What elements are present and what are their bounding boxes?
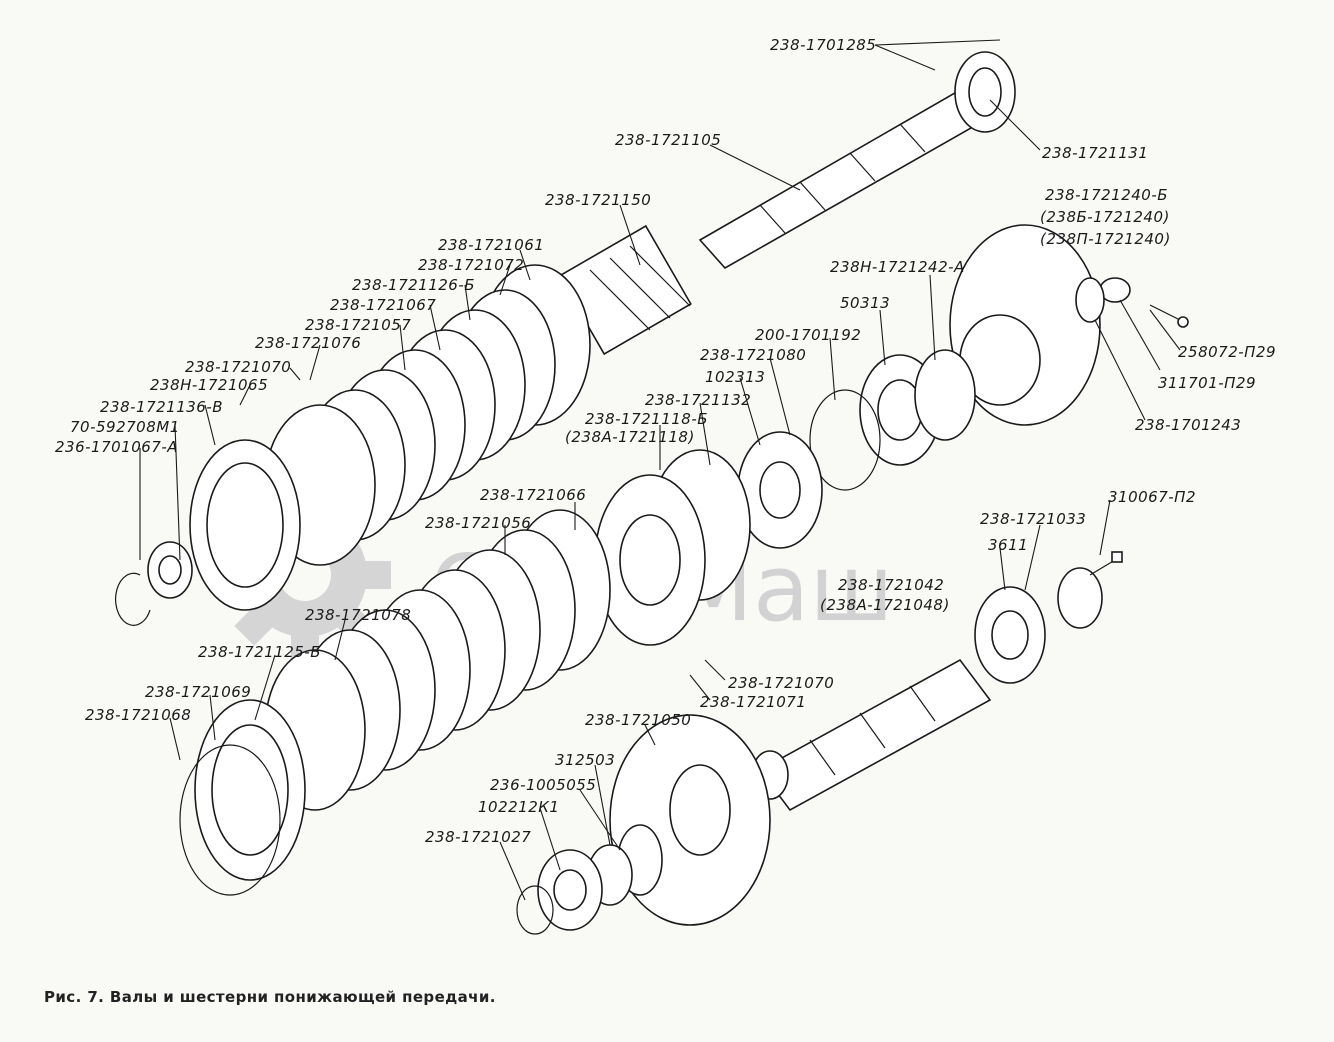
part-label: 238-1721078 [305, 606, 411, 624]
part-label: 310067-П2 [1108, 488, 1196, 506]
part-label: 102212К1 [478, 798, 559, 816]
part-label: 238-1701243 [1135, 416, 1241, 434]
drum-housing-lower [194, 699, 306, 881]
part-label: 238-1721027 [425, 828, 531, 846]
part-label: 238-1721150 [545, 191, 651, 209]
part-label: (238П-1721240) [1040, 230, 1171, 248]
part-label: 238-1721069 [145, 683, 251, 701]
part-label: 238-1721067 [330, 296, 436, 314]
part-label: 238-1721066 [480, 486, 586, 504]
part-label: 311701-П29 [1158, 374, 1256, 392]
part-label: 238-1721070 [728, 674, 834, 692]
drum-housing-left [189, 439, 301, 611]
part-label: 238-1721132 [645, 391, 751, 409]
part-labels: 238-1701285 238-1721131 238-1721105 238-… [55, 36, 1276, 846]
washer [1075, 277, 1105, 323]
part-label: 236-1701067-А [55, 438, 178, 456]
part-label: 238-1721057 [305, 316, 411, 334]
part-label: (238А-1721048) [820, 596, 950, 614]
part-label: 238-1721076 [255, 334, 361, 352]
part-label: 102313 [705, 368, 765, 386]
leader-lines [139, 39, 1181, 901]
part-label: 238-1721105 [615, 131, 721, 149]
middle-gear-assembly [594, 449, 751, 646]
part-label: 200-1701192 [755, 326, 861, 344]
upper-shaft [698, 51, 1016, 270]
part-label: 238-1721118-Б [585, 410, 708, 428]
bearing-102212k1 [537, 849, 603, 931]
snap-ring-left [114, 572, 151, 626]
snap-ring-lower [179, 744, 281, 896]
part-label: 312503 [555, 751, 615, 769]
part-label: 238-1721033 [980, 510, 1086, 528]
bearing-outer-race [914, 349, 976, 441]
bearing-left [147, 541, 193, 599]
part-label: 238-1721072 [418, 256, 524, 274]
part-label: 238-1721070 [185, 358, 291, 376]
bearing-3611 [974, 586, 1046, 684]
snap-ring-small [516, 885, 554, 935]
part-label: 238-1721068 [85, 706, 191, 724]
part-label: 238Н-1721242-А [830, 258, 965, 276]
part-label: (238А-1721118) [565, 428, 695, 446]
part-label: 238-1721056 [425, 514, 531, 532]
part-label: 238-1721042 [838, 576, 944, 594]
part-label: 236-1005055 [490, 776, 596, 794]
part-label: 238-1721071 [700, 693, 806, 711]
cotter-pin [1149, 304, 1189, 328]
end-plate [1057, 567, 1103, 629]
part-label: 238-1721136-В [100, 398, 223, 416]
part-label: 50313 [840, 294, 890, 312]
part-label: 238-1721125-Б [198, 643, 321, 661]
part-label: 238-1701285 [770, 36, 876, 54]
part-label: 238-1721126-Б [352, 276, 475, 294]
figure-caption: Рис. 7. Валы и шестерни понижающей перед… [44, 988, 496, 1006]
bolt [1089, 551, 1123, 576]
part-label: 70-592708М1 [70, 418, 180, 436]
part-label: 238-1721080 [700, 346, 806, 364]
part-label: 238-1721240-Б [1045, 186, 1168, 204]
lower-shaft [751, 658, 992, 812]
part-label: 238Н-1721065 [150, 376, 268, 394]
part-label: 238-1721050 [585, 711, 691, 729]
part-label: 238-1721061 [438, 236, 544, 254]
part-label: 3611 [988, 536, 1028, 554]
part-label: (238Б-1721240) [1040, 208, 1170, 226]
part-label: 258072-П29 [1178, 343, 1276, 361]
clutch-pack-lower [264, 509, 611, 811]
snap-ring [809, 389, 881, 491]
part-label: 238-1721131 [1042, 144, 1148, 162]
cover-flange [949, 224, 1101, 426]
